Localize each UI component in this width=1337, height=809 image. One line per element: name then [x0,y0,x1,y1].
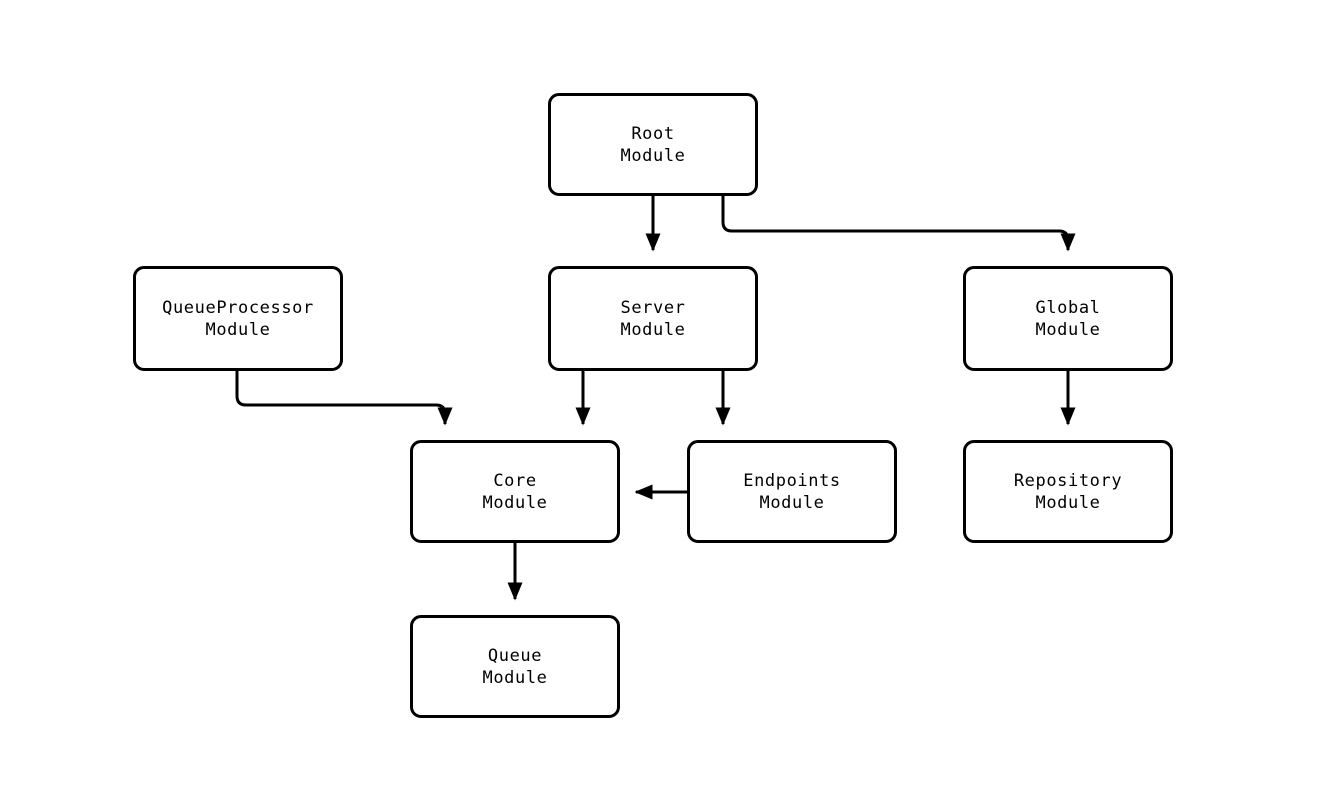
node-root-line2: Module [620,145,686,166]
node-server-line1: Server [620,297,686,318]
node-core-line1: Core [493,470,537,491]
node-server-line2: Module [620,319,686,340]
node-queue-line2: Module [482,667,548,688]
node-server[interactable]: Server Module [548,266,758,371]
node-repository-line1: Repository [1013,470,1123,491]
node-repository-line2: Module [1035,492,1101,513]
node-core[interactable]: Core Module [410,440,620,543]
node-global[interactable]: Global Module [963,266,1173,371]
node-repository[interactable]: Repository Module [963,440,1173,543]
node-global-line1: Global [1035,297,1101,318]
edge-root-global [721,196,1076,252]
node-queue[interactable]: Queue Module [410,615,620,718]
node-core-line2: Module [482,492,548,513]
node-endpoints-line1: Endpoints [743,470,841,491]
node-endpoints-line2: Module [759,492,825,513]
edge-queueprocessor-core [235,371,453,426]
node-root[interactable]: Root Module [548,93,758,196]
node-global-line2: Module [1035,319,1101,340]
node-root-line1: Root [631,123,675,144]
node-queueprocessor[interactable]: QueueProcessor Module [133,266,343,371]
node-queueprocessor-line2: Module [205,319,271,340]
node-endpoints[interactable]: Endpoints Module [687,440,897,543]
node-queue-line1: Queue [487,645,543,666]
node-queueprocessor-line1: QueueProcessor [162,297,314,318]
